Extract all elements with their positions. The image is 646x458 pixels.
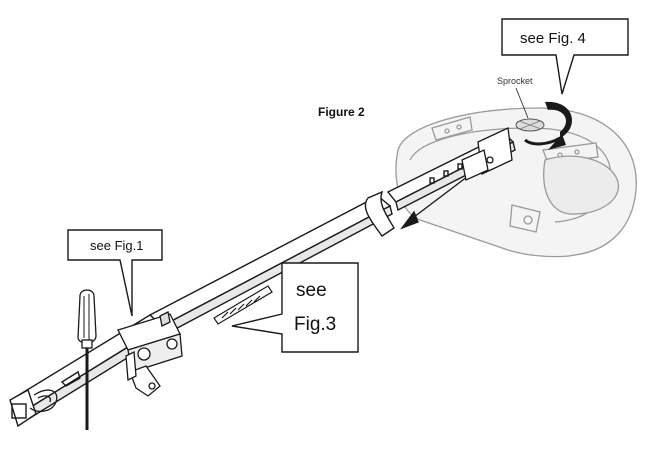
sprocket-icon [515,118,545,132]
callout-fig1-text: see Fig.1 [90,238,143,253]
callout-fig3-line2: Fig.3 [294,314,336,335]
chain-loop [29,389,58,413]
callout-fig3: see Fig.3 [231,262,359,353]
motor-unit [395,107,637,258]
trolley-assembly [117,311,183,397]
callout-fig4-text: see Fig. 4 [520,30,586,47]
figure-title: Figure 2 [318,105,365,119]
callout-fig4: see Fig. 4 [501,18,629,95]
rotation-arrow-icon [524,101,572,150]
rail-break-mark [364,190,395,237]
callout-fig3-line1: see [296,280,327,301]
sprocket-leader [515,87,529,119]
trolley-bracket [461,127,513,181]
callout-fig1: see Fig.1 [67,229,163,317]
rail-spring [213,285,273,325]
screwdriver-icon [77,289,97,430]
sprocket-label: Sprocket [497,76,533,86]
